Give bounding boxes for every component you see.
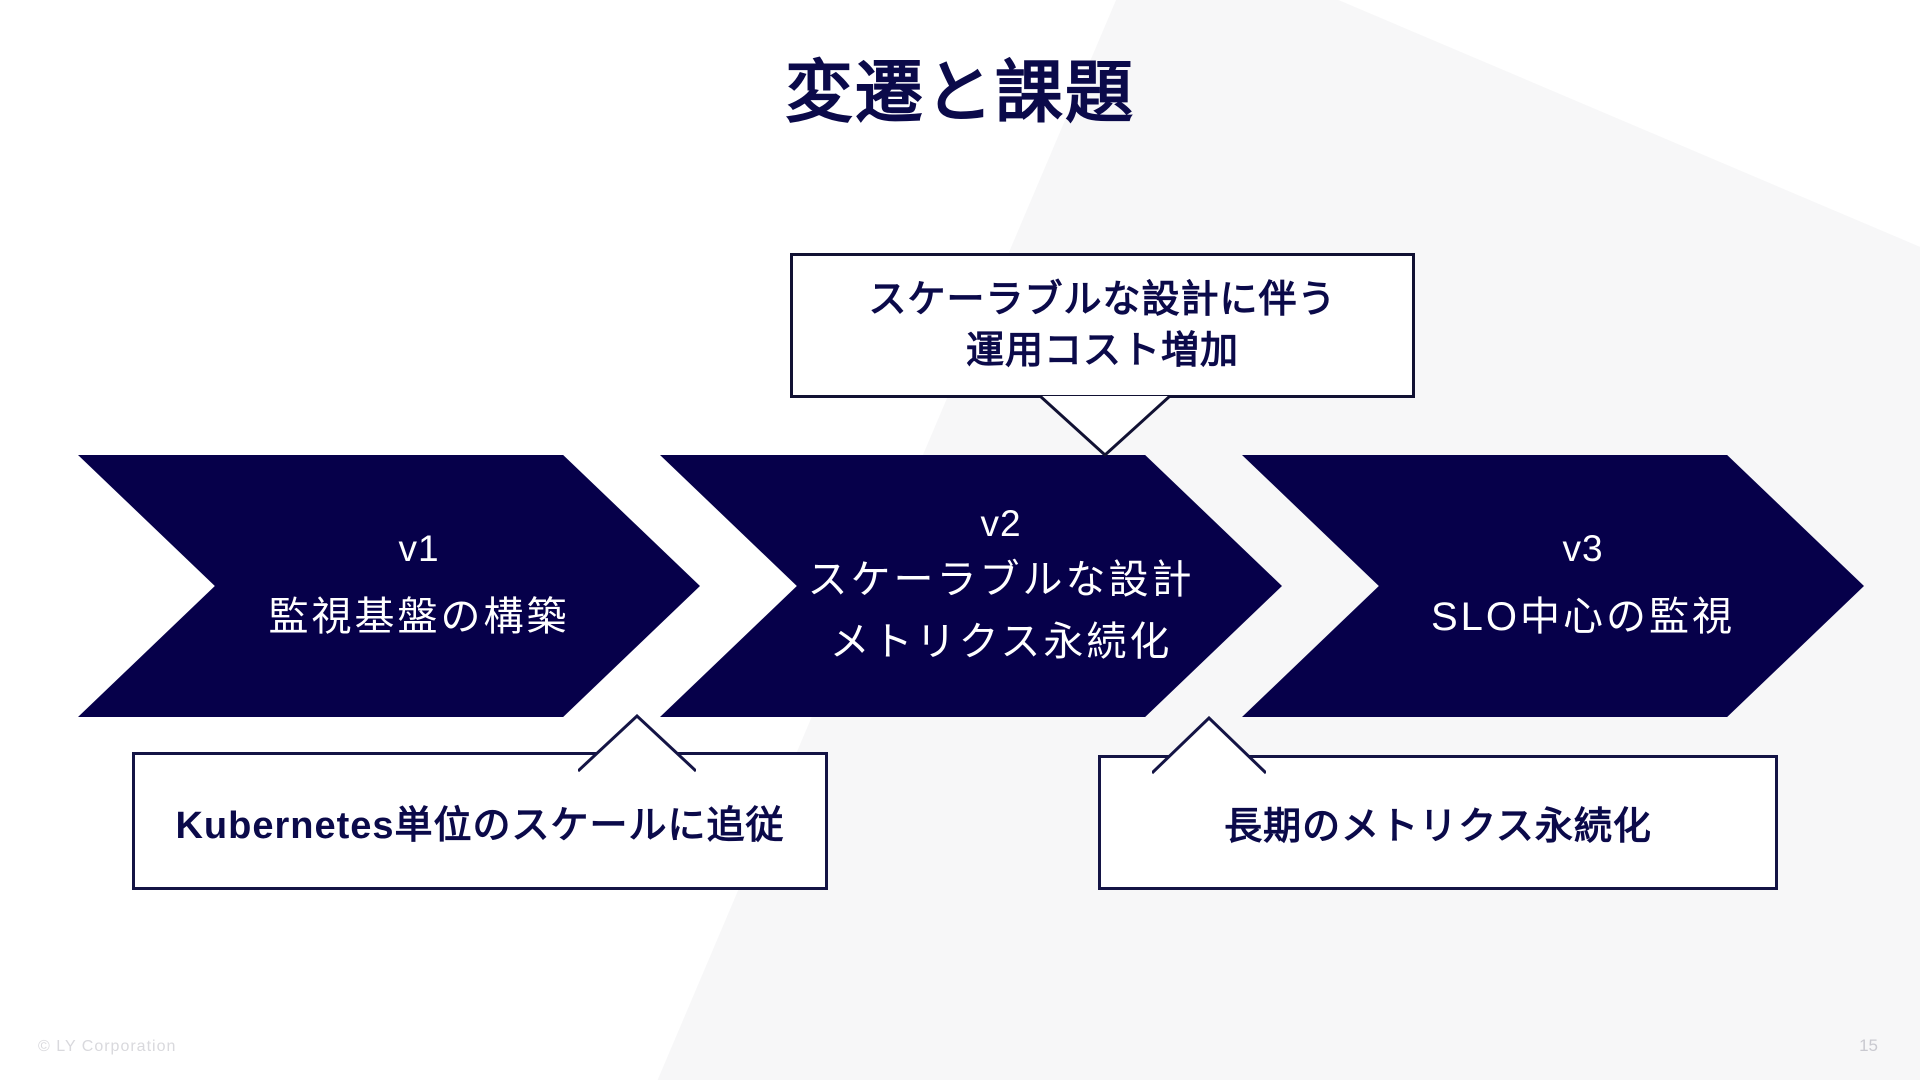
callout-top-v2: スケーラブルな設計に伴う 運用コスト増加 — [790, 253, 1415, 398]
stage-v2-version: v2 — [980, 503, 1022, 545]
stage-v1-version: v1 — [398, 528, 440, 570]
callout-top-pointer-icon — [1040, 394, 1170, 458]
stage-v1-line1: 監視基盤の構築 — [268, 594, 570, 639]
callout-bottom-v1: Kubernetes単位のスケールに追従 — [132, 752, 828, 890]
stage-v3-line1: SLO中心の監視 — [1430, 594, 1736, 639]
stage-chevron-v2[interactable]: v2 スケーラブルな設計 メトリクス永続化 — [660, 455, 1282, 717]
footer-copyright: © LY Corporation — [38, 1038, 177, 1055]
stage-v3-version: v3 — [1562, 528, 1604, 570]
callout-top-line2: 運用コスト増加 — [965, 329, 1239, 372]
callout-bottom-v1-text: Kubernetes単位のスケールに追従 — [175, 804, 785, 847]
page-title: 変遷と課題 — [784, 55, 1135, 131]
callout-top-line1: スケーラブルな設計に伴う — [868, 279, 1337, 322]
stage-chevron-v1[interactable]: v1 監視基盤の構築 — [78, 455, 700, 717]
process-chevron-row: v1 監視基盤の構築 v2 スケーラブルな設計 メトリクス永続化 v3 SLO中… — [0, 455, 1920, 717]
footer-page-number: 15 — [1859, 1036, 1878, 1055]
stage-chevron-v3[interactable]: v3 SLO中心の監視 — [1242, 455, 1864, 717]
stage-v2-line2: メトリクス永続化 — [829, 619, 1173, 664]
stage-v2-line1: スケーラブルな設計 — [807, 557, 1195, 602]
callout-bottom-v3: 長期のメトリクス永続化 — [1098, 755, 1778, 890]
callout-bottom-v3-text: 長期のメトリクス永続化 — [1224, 806, 1652, 848]
